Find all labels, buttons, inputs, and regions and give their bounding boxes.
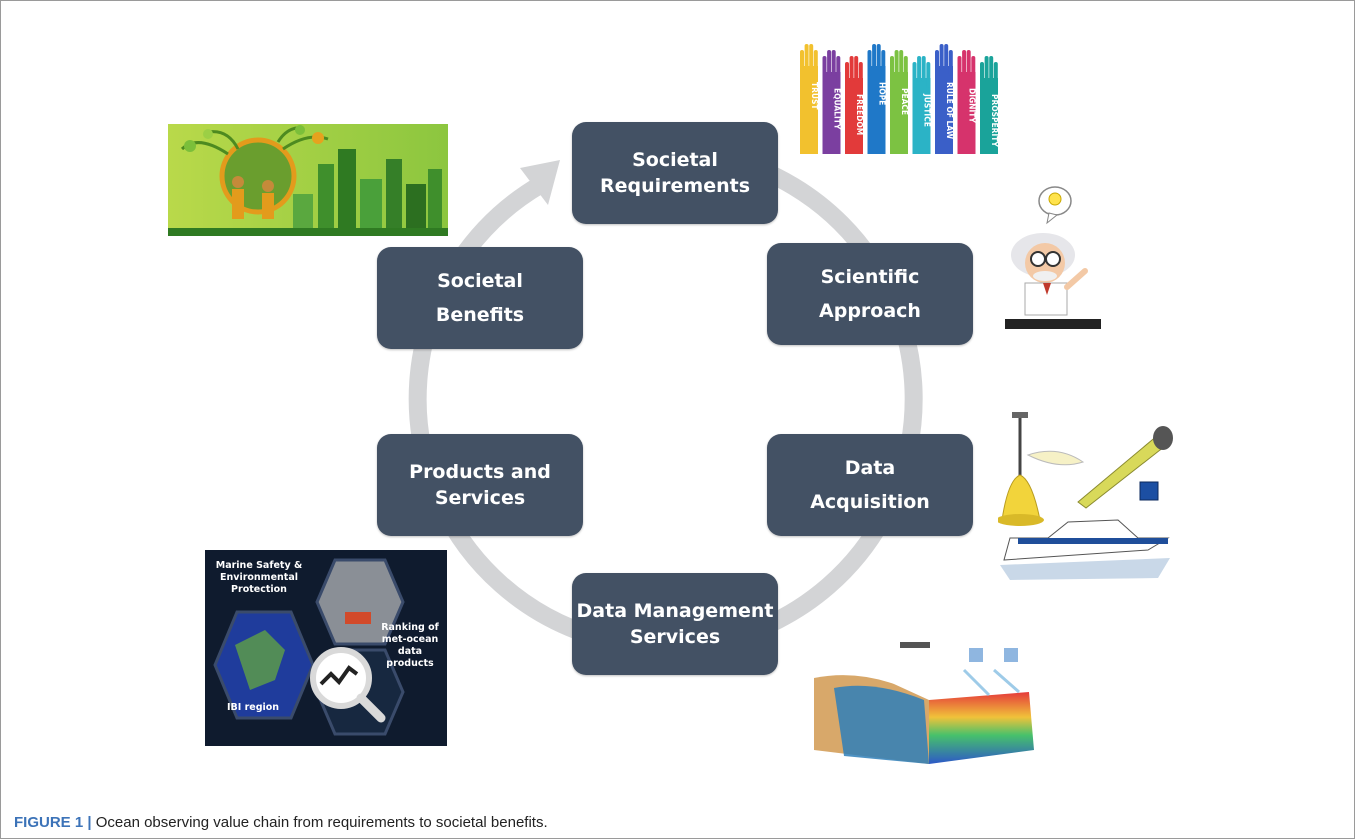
ocean-data-model-illustration xyxy=(814,640,1038,764)
node-label-line2: Approach xyxy=(819,300,921,322)
node-label-line2: Services xyxy=(434,487,526,509)
scientist-illustration xyxy=(1003,183,1103,330)
hand-7: DIGNITY xyxy=(957,50,977,154)
node-label-line1: Scientific xyxy=(820,266,920,288)
hand-6: RULE OF LAW xyxy=(935,44,954,154)
node-label-line1: Societal xyxy=(437,270,523,292)
node-label-line2: Acquisition xyxy=(810,491,930,513)
hand-word: RULE OF LAW xyxy=(945,82,954,140)
caption-label: FIGURE 1 | xyxy=(14,814,92,831)
hand-word: TRUST xyxy=(810,82,819,110)
hand-word: FREEDOM xyxy=(855,94,864,135)
node-label-line2: Services xyxy=(629,626,721,648)
hand-3: HOPE xyxy=(867,44,887,154)
node-label-line2: Benefits xyxy=(435,304,525,326)
figure-caption: FIGURE 1 | Ocean observing value chain f… xyxy=(14,814,548,831)
products-hex-panel: Marine Safety & Environmental Protection… xyxy=(205,550,447,746)
ring-arrowhead xyxy=(520,160,560,205)
hand-word: PROSPERITY xyxy=(990,94,999,147)
green-city-illustration xyxy=(168,124,448,236)
hand-word: EQUALITY xyxy=(833,88,842,130)
hand-1: EQUALITY xyxy=(822,50,842,154)
node-label-line1: Societal xyxy=(632,149,718,171)
node-data-management-services: Data Management Services xyxy=(572,573,778,675)
node-products-and-services: Products and Services xyxy=(377,434,583,536)
node-societal-requirements: Societal Requirements xyxy=(572,122,778,224)
hand-8: PROSPERITY xyxy=(980,56,999,154)
hands-values-illustration: TRUST EQUALITY FREEDOM HOPE PEACE JUSTICE RULE… xyxy=(796,36,1006,154)
caption-text: Ocean observing value chain from require… xyxy=(91,814,548,831)
ranking-label: Ranking of met-ocean data products xyxy=(381,622,439,669)
ocean-instruments-illustration xyxy=(998,410,1176,584)
node-societal-benefits: Societal Benefits xyxy=(377,247,583,349)
node-label-line1: Data Management xyxy=(576,600,774,622)
hand-word: DIGNITY xyxy=(968,88,977,123)
hand-5: JUSTICE xyxy=(912,56,932,154)
rescue-photo-hex xyxy=(315,558,405,646)
node-label-line2: Requirements xyxy=(599,175,750,197)
marine-safety-label: Marine Safety & Environmental Protection xyxy=(215,560,303,595)
node-data-acquisition: Data Acquisition xyxy=(767,434,973,536)
hand-word: HOPE xyxy=(878,82,887,105)
node-label-line1: Data xyxy=(844,457,896,479)
hand-2: FREEDOM xyxy=(845,56,864,154)
hand-word: PEACE xyxy=(900,88,909,115)
hand-4: PEACE xyxy=(890,50,909,154)
node-label-line1: Products and xyxy=(409,461,551,483)
hand-0: TRUST xyxy=(800,44,819,154)
ibi-region-label: IBI region xyxy=(226,702,280,713)
node-scientific-approach: Scientific Approach xyxy=(767,243,973,345)
hand-word: JUSTICE xyxy=(923,93,932,127)
